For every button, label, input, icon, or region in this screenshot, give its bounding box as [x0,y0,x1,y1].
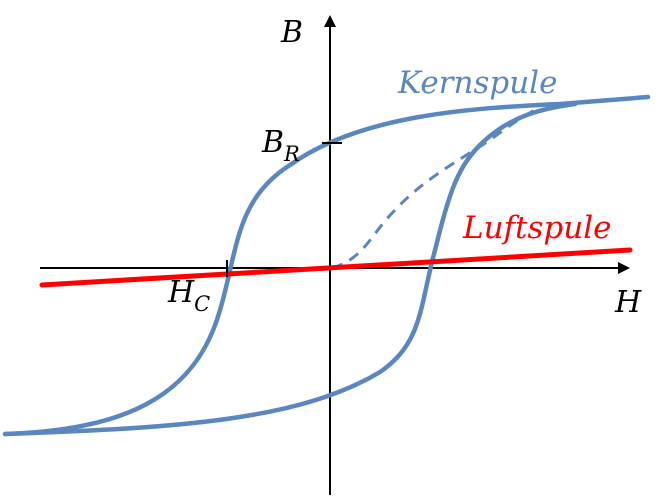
remanence-label-main: B [261,125,284,160]
coercivity-label-sub: C [194,292,210,316]
air-coil-label: Luftspule [462,210,611,246]
h-axis-label: H [614,285,642,320]
b-axis-label: B [280,15,303,50]
hysteresis-upper-branch [2,94,651,437]
air-coil-line [39,247,633,288]
coercivity-label-main: H [167,275,195,310]
hysteresis-lower-branch [2,101,578,437]
remanence-label-sub: R [283,142,300,166]
coercivity-label: HC [167,275,210,316]
initial-magnetization-curve [331,108,536,270]
remanence-label: BR [261,125,300,166]
core-coil-label: Kernspule [397,65,557,101]
